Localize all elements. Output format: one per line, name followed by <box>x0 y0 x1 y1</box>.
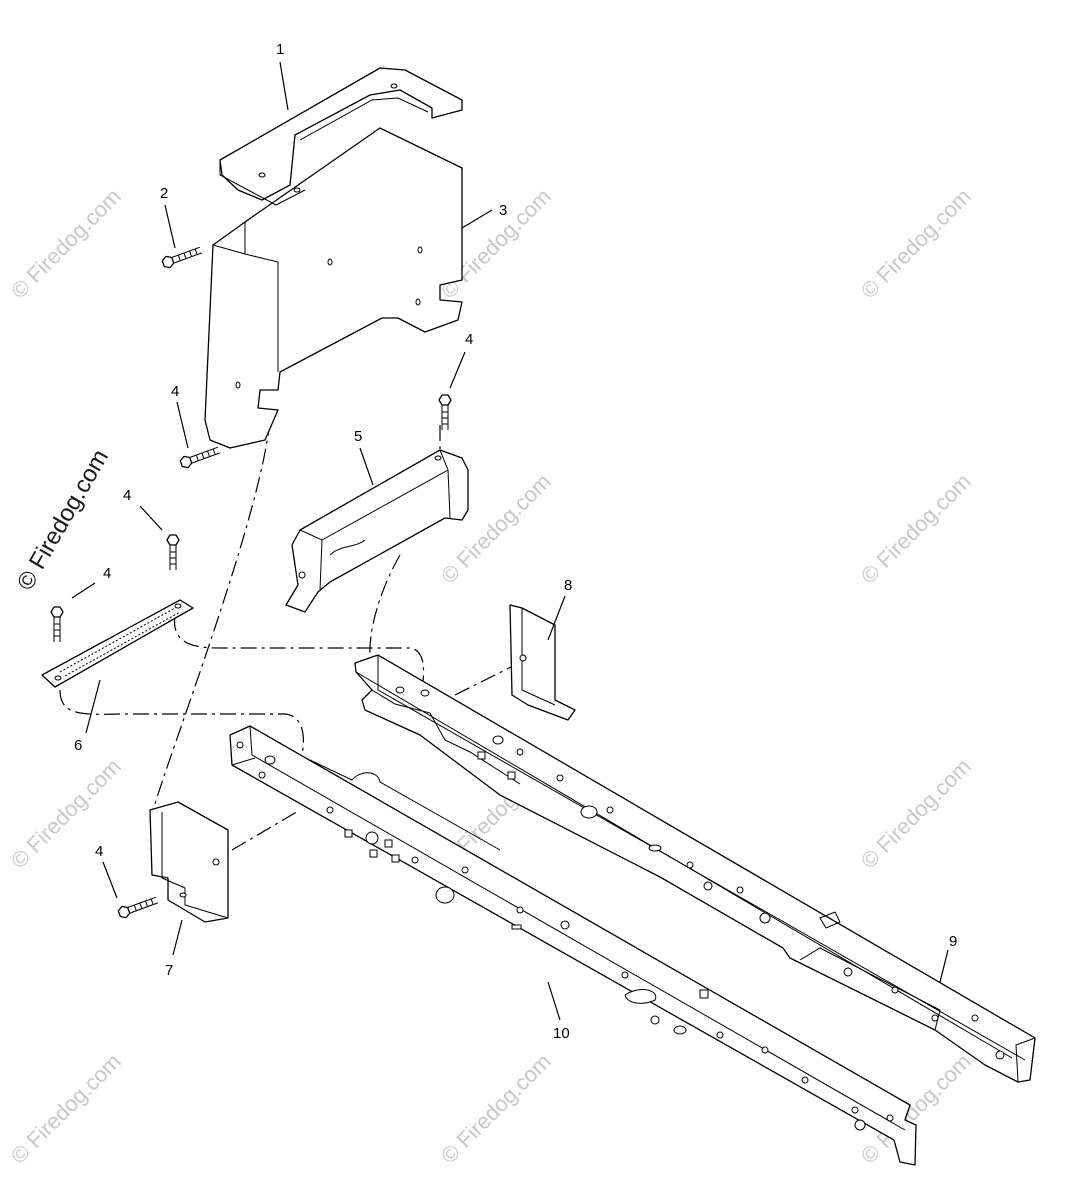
assembly-line <box>454 664 516 696</box>
callout-1: 1 <box>276 41 284 58</box>
watermark-group: © Firedog.com © Firedog.com © Firedog.co… <box>6 184 976 1169</box>
frame-rail-left <box>229 725 917 1166</box>
leader-line <box>359 447 374 486</box>
watermark: © Firedog.com <box>6 754 126 874</box>
watermark: © Firedog.com <box>6 184 126 304</box>
leader-line <box>461 209 493 229</box>
callout-2: 2 <box>160 185 168 202</box>
watermark-dark: © Firedog.com <box>12 445 114 595</box>
small-bracket-right <box>509 604 576 721</box>
bolt-group <box>50 246 452 919</box>
leader-line <box>139 505 163 531</box>
callout-4: 4 <box>171 383 179 400</box>
callout-4: 4 <box>103 565 111 582</box>
frame-rail-right <box>354 654 1036 1083</box>
leader-line <box>85 679 101 734</box>
leader-line <box>939 949 949 983</box>
bolt-icon <box>161 246 203 269</box>
callout-10: 10 <box>553 1025 570 1042</box>
bolt-icon <box>179 446 221 469</box>
bolt-icon <box>117 896 159 919</box>
bolt-icon <box>166 534 180 570</box>
leader-line <box>547 981 561 1021</box>
watermark: © Firedog.com <box>436 1049 556 1169</box>
watermark: © Firedog.com <box>856 754 976 874</box>
callout-4: 4 <box>95 843 103 860</box>
vertical-panel <box>204 127 463 449</box>
callout-6: 6 <box>74 737 82 754</box>
assembly-line <box>174 614 425 691</box>
leader-line <box>164 204 176 249</box>
assembly-line <box>59 689 305 756</box>
bolt-icon <box>438 394 452 430</box>
leader-line <box>547 595 566 641</box>
leader-line <box>102 861 118 899</box>
callout-8: 8 <box>564 577 572 594</box>
leader-line <box>279 61 289 111</box>
middle-bracket <box>285 449 469 613</box>
top-bracket <box>219 67 463 206</box>
callout-labels: 1 2 3 4 4 4 4 4 5 6 7 8 9 10 <box>74 41 957 1042</box>
leader-lines <box>71 61 949 1021</box>
callout-7: 7 <box>165 962 173 979</box>
callout-4: 4 <box>123 487 131 504</box>
watermark: © Firedog.com <box>856 184 976 304</box>
watermark: © Firedog.com <box>6 1049 126 1169</box>
lower-bracket <box>149 801 229 923</box>
leader-line <box>172 919 183 956</box>
leader-line <box>71 582 96 599</box>
leader-line <box>449 351 466 389</box>
watermark: © Firedog.com <box>856 469 976 589</box>
bolt-icon <box>50 606 64 642</box>
callout-4: 4 <box>465 331 473 348</box>
callout-3: 3 <box>499 202 507 219</box>
strip-plate <box>41 599 194 688</box>
callout-9: 9 <box>949 933 957 950</box>
assembly-line <box>231 809 301 851</box>
callout-5: 5 <box>354 428 362 445</box>
leader-line <box>176 401 189 449</box>
assembly-line <box>149 419 271 821</box>
assembly-line <box>369 554 401 661</box>
